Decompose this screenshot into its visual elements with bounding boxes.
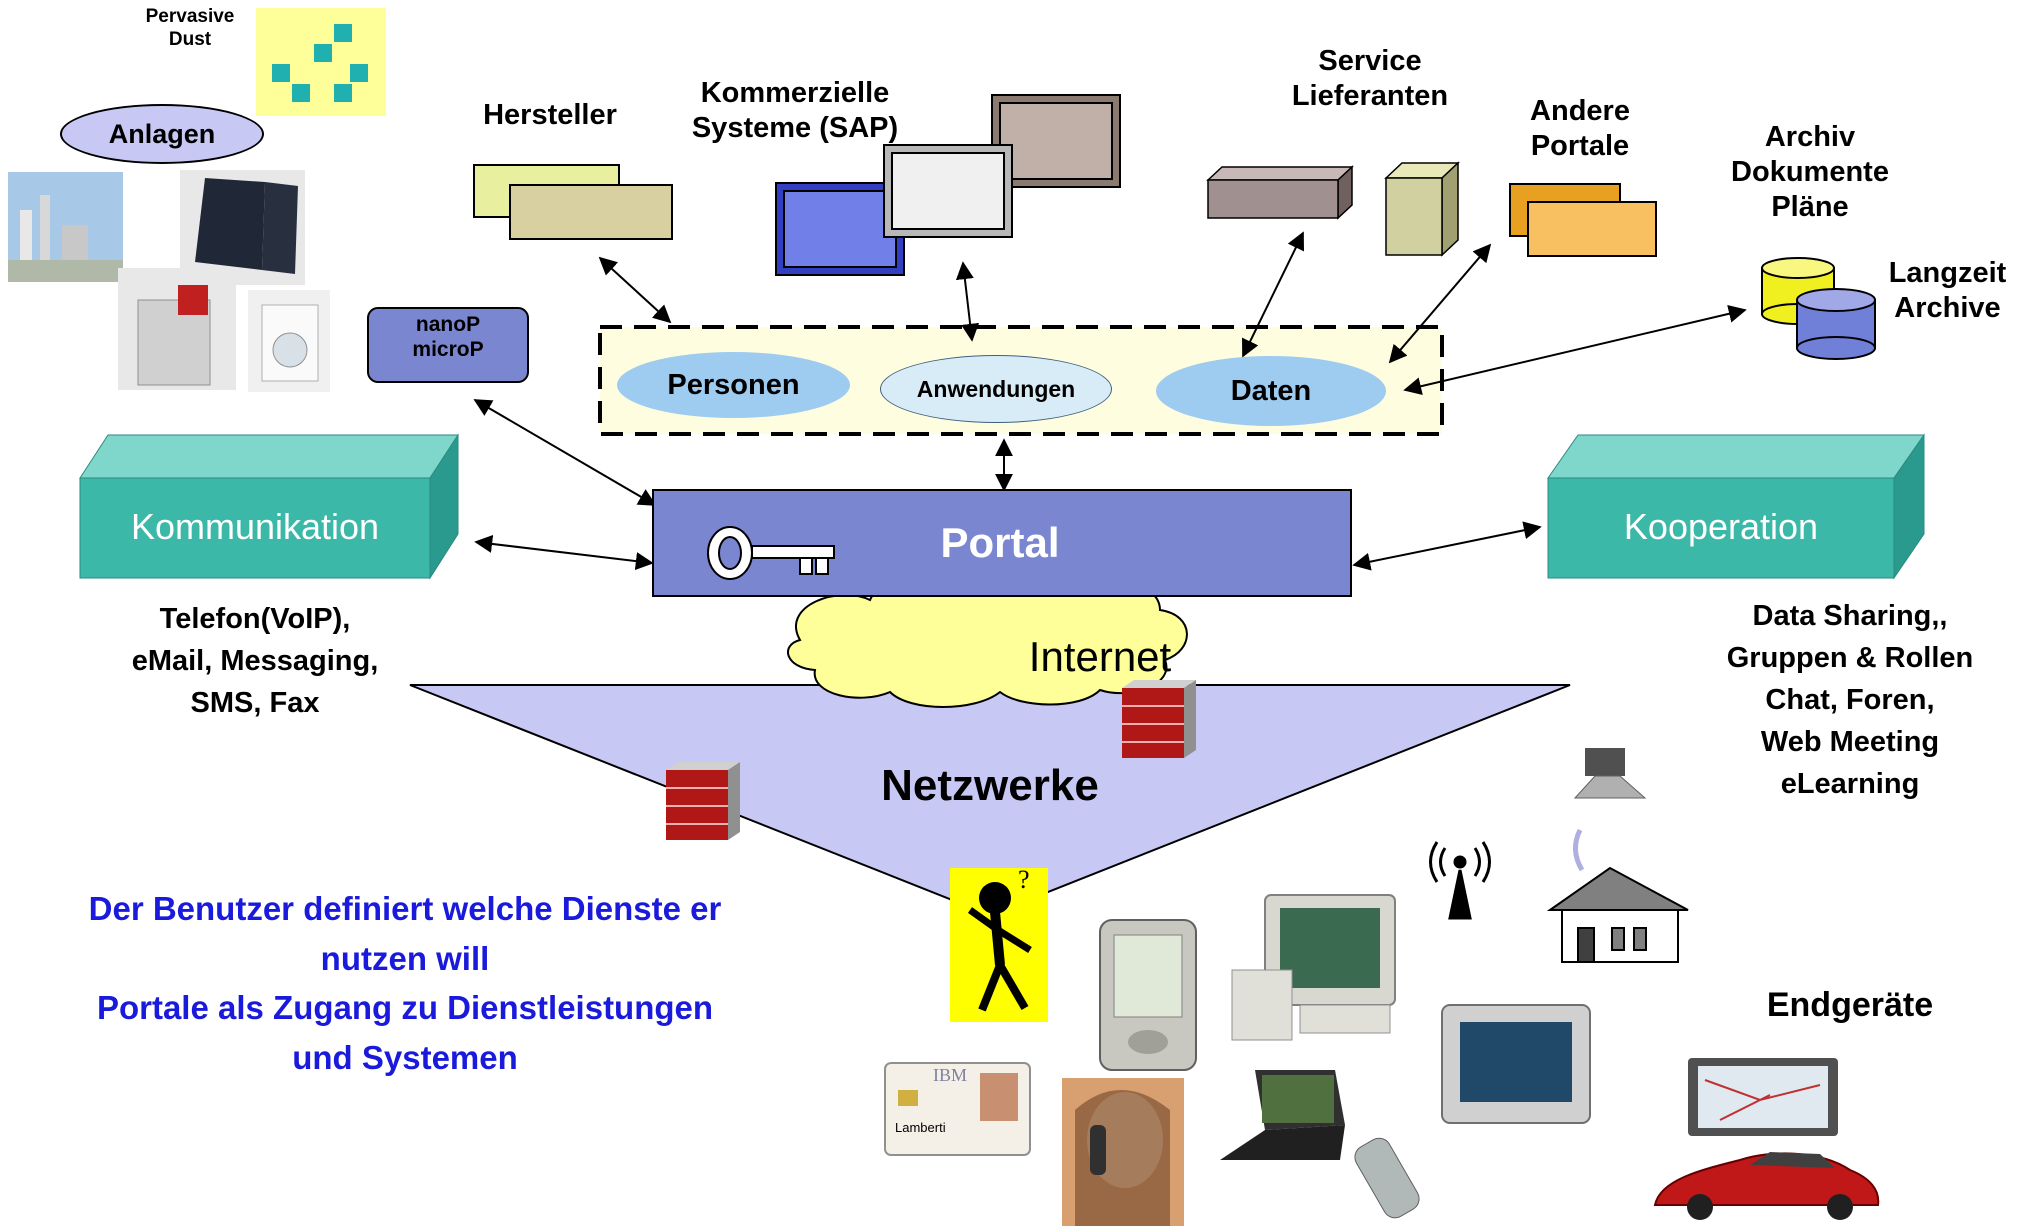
anlagen-ellipse: Anlagen — [60, 104, 264, 164]
andere-portale-label: Andere Portale — [1530, 95, 1630, 162]
key-icon — [707, 526, 835, 580]
archiv-label: Archiv Dokumente Pläne — [1731, 121, 1889, 223]
industrial-plant-photo — [8, 172, 123, 282]
firewall-icon — [666, 762, 740, 840]
langzeit-label: Langzeit Archive — [1888, 257, 2007, 324]
anlagen-label: Anlagen — [108, 118, 216, 149]
anwendungen-label: Anwendungen — [916, 375, 1076, 402]
firewall-icon — [1122, 680, 1196, 758]
pda-icon — [1099, 919, 1197, 1071]
endgeraete-label: Endgeräte — [1766, 986, 1934, 1024]
benutzer-text: Der Benutzer definiert welche Dienste er… — [88, 890, 722, 1076]
nanop-label: nanoP microP — [412, 313, 484, 362]
connector-arrows — [473, 231, 1747, 571]
svg-text:?: ? — [1018, 865, 1030, 894]
internet-label: Internet — [1028, 633, 1172, 680]
tv-icon — [1441, 1004, 1591, 1124]
portal-box — [652, 489, 1352, 597]
antenna-icon — [1429, 841, 1491, 920]
idcard-name-text: Lamberti — [895, 1120, 946, 1135]
confused-user-icon: ? — [950, 865, 1048, 1022]
solar-panel-photo — [180, 170, 305, 285]
hersteller-label: Hersteller — [483, 99, 617, 131]
pervasive-dust-square — [256, 8, 386, 116]
kommerzielle-label: Kommerzielle Systeme (SAP) — [691, 77, 899, 144]
pervasive-dust-label: Pervasive Dust — [145, 6, 235, 50]
daten-ellipse: Daten — [1156, 356, 1386, 426]
kooperation-box — [1547, 433, 1925, 580]
laptop-icon — [1220, 1070, 1345, 1160]
house-icon — [1546, 828, 1689, 963]
id-card-icon — [884, 1062, 1031, 1156]
terminal-icon — [1573, 748, 1647, 799]
service-label: Service Lieferanten — [1291, 45, 1449, 112]
car-icon — [1653, 1152, 1880, 1220]
service-shapes — [1206, 161, 1460, 257]
boiler-photo — [118, 268, 236, 390]
desktop-computer-icon — [1231, 894, 1396, 1041]
anwendungen-ellipse: Anwendungen — [880, 355, 1112, 423]
andere-portale-boxes — [1509, 183, 1657, 257]
gps-navigation-icon — [1688, 1058, 1838, 1136]
personen-ellipse: Personen — [617, 352, 850, 418]
idcard-ibm-text: IBM — [932, 1065, 967, 1085]
personen-label: Personen — [667, 368, 800, 401]
nanop-box — [367, 307, 529, 383]
kooperation-details: Data Sharing,, Gruppen & Rollen Chat, Fo… — [1726, 600, 1974, 801]
sap-boxes — [775, 94, 1121, 276]
kommunikation-details: Telefon(VoIP), eMail, Messaging, SMS, Fa… — [131, 603, 379, 720]
netzwerke-label: Netzwerke — [881, 761, 1099, 810]
kooperation-label: Kooperation — [1623, 506, 1819, 547]
kommunikation-label: Kommunikation — [130, 506, 380, 547]
daten-label: Daten — [1230, 374, 1312, 407]
hersteller-boxes — [473, 164, 673, 240]
washing-machine-photo — [248, 290, 330, 392]
portal-label: Portal — [940, 519, 1060, 566]
mobile-phone-icon — [1354, 1137, 1420, 1219]
archive-cylinders — [1761, 257, 1876, 360]
woman-phone-photo — [1062, 1078, 1184, 1226]
kommunikation-box — [79, 433, 459, 580]
